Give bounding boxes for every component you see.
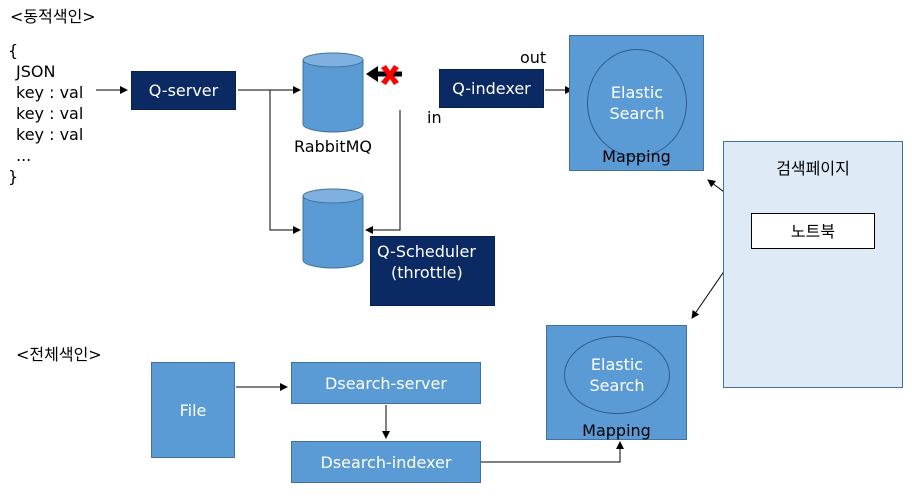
rabbitmq-label: RabbitMQ <box>294 137 372 156</box>
dsearch-indexer-node[interactable]: Dsearch-indexer <box>291 441 481 483</box>
json-line: JSON <box>16 62 56 81</box>
q-indexer-label: Q-indexer <box>452 79 531 98</box>
red-x-icon <box>381 65 399 85</box>
q-scheduler-label: Q-Scheduler <box>377 242 476 261</box>
q-indexer-node[interactable]: Q-indexer <box>439 69 544 108</box>
json-line: key : val <box>16 83 84 102</box>
elasticsearch-top-label-line1: Elastic <box>610 83 664 102</box>
q-server-label: Q-server <box>148 81 219 100</box>
json-line: ... <box>16 146 32 165</box>
file-label: File <box>179 400 207 420</box>
dsearch-indexer-label: Dsearch-indexer <box>320 452 452 472</box>
arrow-qserver-to-scheduler-db <box>269 90 301 234</box>
notebook-label: 노트북 <box>790 221 836 241</box>
q-scheduler-sublabel: (throttle) <box>391 263 463 282</box>
dsearch-server-label: Dsearch-server <box>325 373 447 393</box>
elasticsearch-bottom-label-line1: Elastic <box>590 355 644 374</box>
elasticsearch-top-circle: Elastic Search <box>587 49 687 157</box>
elasticsearch-bottom-mapping: Mapping <box>582 421 651 440</box>
arrow-dsearch-indexer-to-es-bottom <box>481 441 624 463</box>
json-line: } <box>8 167 19 186</box>
elasticsearch-bottom-label-line2: Search <box>589 376 645 395</box>
full-section-title: <전체색인> <box>16 345 102 364</box>
q-server-node[interactable]: Q-server <box>131 71 236 110</box>
json-line: { <box>8 41 19 60</box>
elasticsearch-top-node[interactable]: Elastic Search Mapping <box>569 35 704 171</box>
notebook-node[interactable]: 노트북 <box>751 213 875 249</box>
in-label: in <box>427 108 442 127</box>
elasticsearch-bottom-node[interactable]: Elastic Search Mapping <box>546 325 687 440</box>
scheduler-database-icon[interactable] <box>302 188 364 270</box>
search-page-title: 검색페이지 <box>776 159 850 178</box>
elasticsearch-bottom-circle: Elastic Search <box>564 336 670 414</box>
elasticsearch-top-mapping: Mapping <box>602 147 671 166</box>
arrow-qindexer-to-scheduler-db <box>365 110 401 234</box>
json-line: key : val <box>16 125 84 144</box>
realtime-section-title: <동적색인> <box>10 7 96 26</box>
rabbitmq-database-icon[interactable] <box>302 52 364 134</box>
json-line: key : val <box>16 104 84 123</box>
search-page-panel[interactable]: 검색페이지 <box>723 141 903 388</box>
file-node[interactable]: File <box>151 362 235 458</box>
q-scheduler-node[interactable]: Q-Scheduler (throttle) <box>370 236 495 306</box>
dsearch-server-node[interactable]: Dsearch-server <box>291 362 481 404</box>
blocked-arrow-head <box>366 66 378 82</box>
elasticsearch-top-label-line2: Search <box>609 104 665 123</box>
out-label: out <box>520 48 547 67</box>
